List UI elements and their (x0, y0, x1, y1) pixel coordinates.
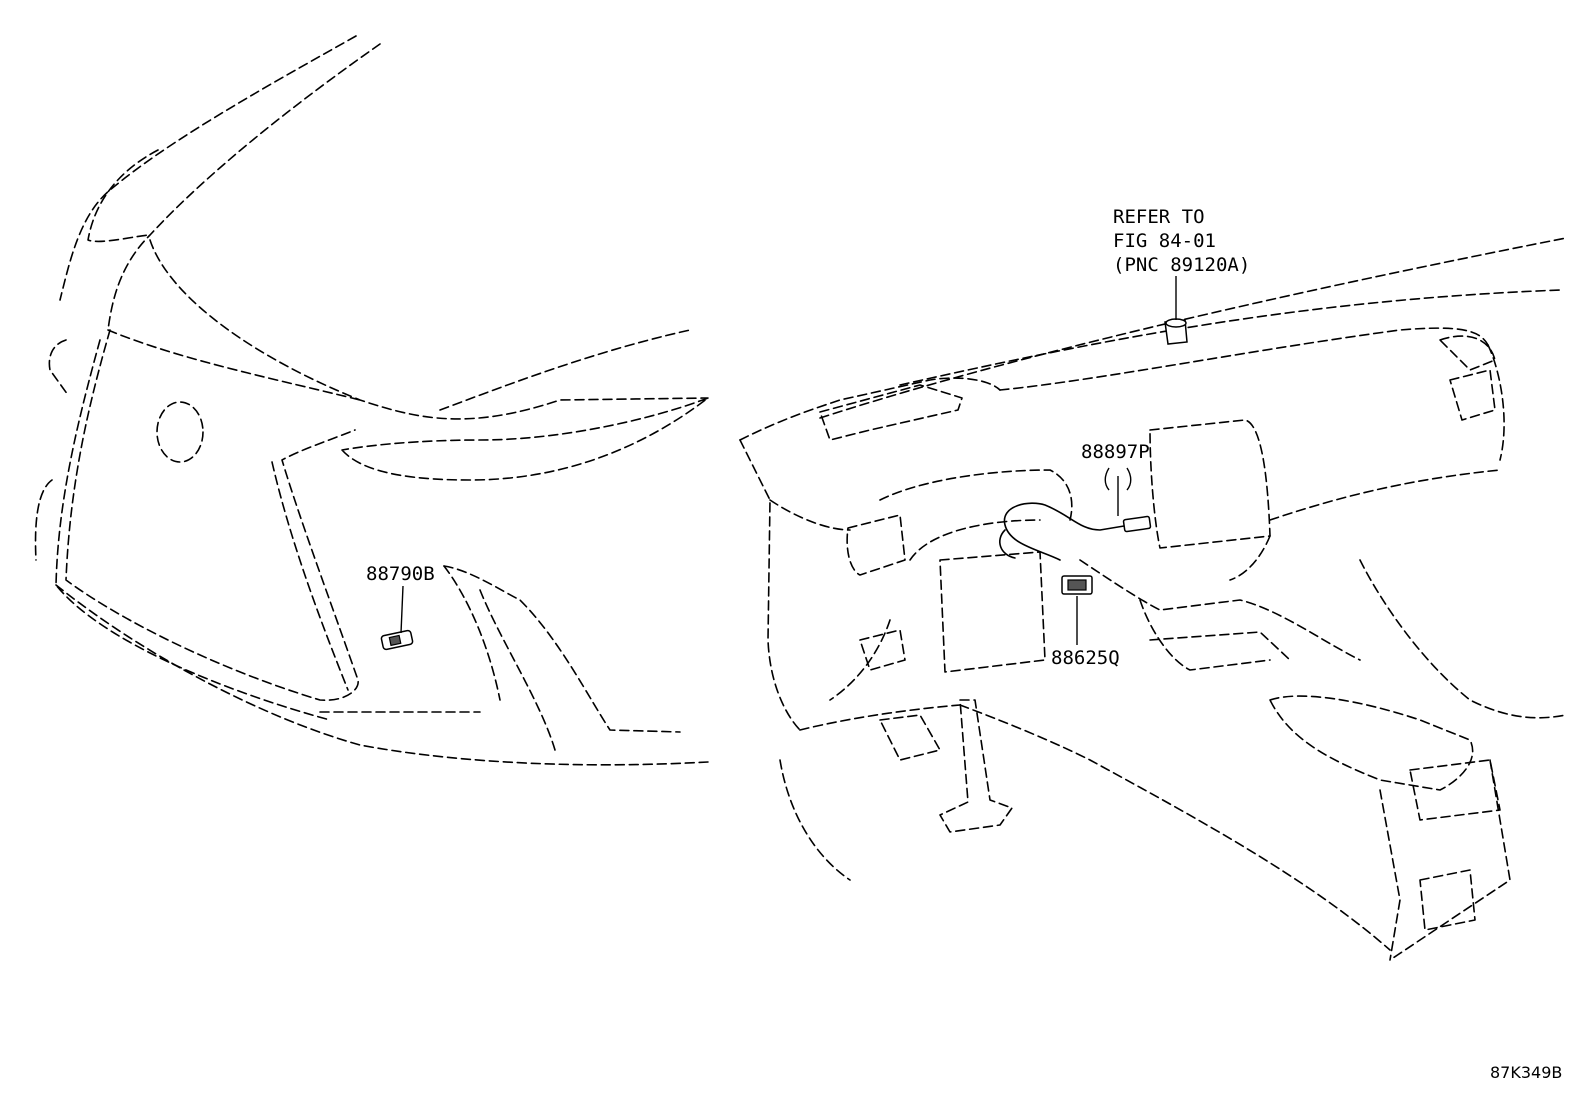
label-88790B: 88790B (366, 563, 435, 585)
label-88897P: 88897P (1081, 441, 1150, 463)
label-refer-line2: FIG 84-01 (1113, 230, 1216, 252)
armrest-outline (1269, 695, 1474, 791)
label-refer-line1: REFER TO (1113, 206, 1205, 228)
part-88790B-sensor (380, 629, 414, 651)
leader-88790B (400, 585, 404, 634)
label-88625Q: 88625Q (1051, 647, 1120, 669)
dashboard-illustration: 88897P 88625Q REFER TO FIG 84-01 (PNC 89… (739, 206, 1567, 961)
part-88625Q-connector (1061, 575, 1093, 595)
pedal-outline (939, 699, 1013, 833)
figure-code: 87K349B (1490, 1063, 1562, 1082)
emblem-outline (156, 401, 204, 463)
part-89120A-sensor (1164, 318, 1188, 345)
label-refer-line3: (PNC 89120A) (1113, 254, 1250, 276)
bracket-88897P (1104, 467, 1132, 491)
center-screen-outline (1149, 419, 1271, 549)
front-bumper-illustration: 88790B (34, 35, 709, 766)
harness-88897P (1003, 502, 1131, 561)
